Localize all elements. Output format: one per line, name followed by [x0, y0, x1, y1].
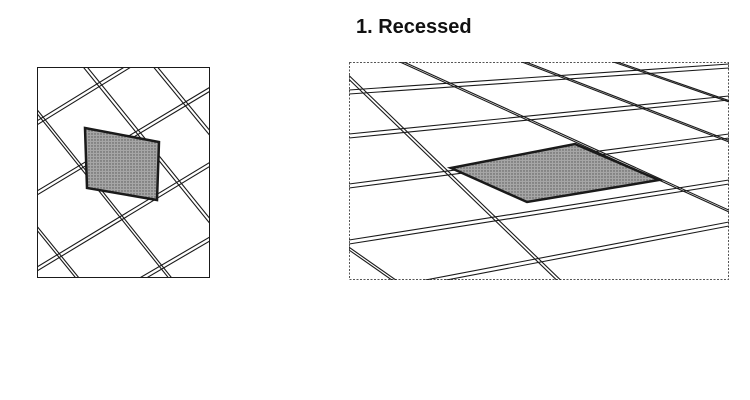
recessed-panel — [446, 142, 664, 204]
perspective-view-drawing — [349, 62, 729, 280]
plan-view-drawing — [37, 67, 210, 278]
recessed-panel — [83, 126, 161, 202]
plan-view — [37, 67, 210, 278]
perspective-view — [349, 62, 729, 280]
diagram-title: 1. Recessed — [356, 16, 472, 38]
